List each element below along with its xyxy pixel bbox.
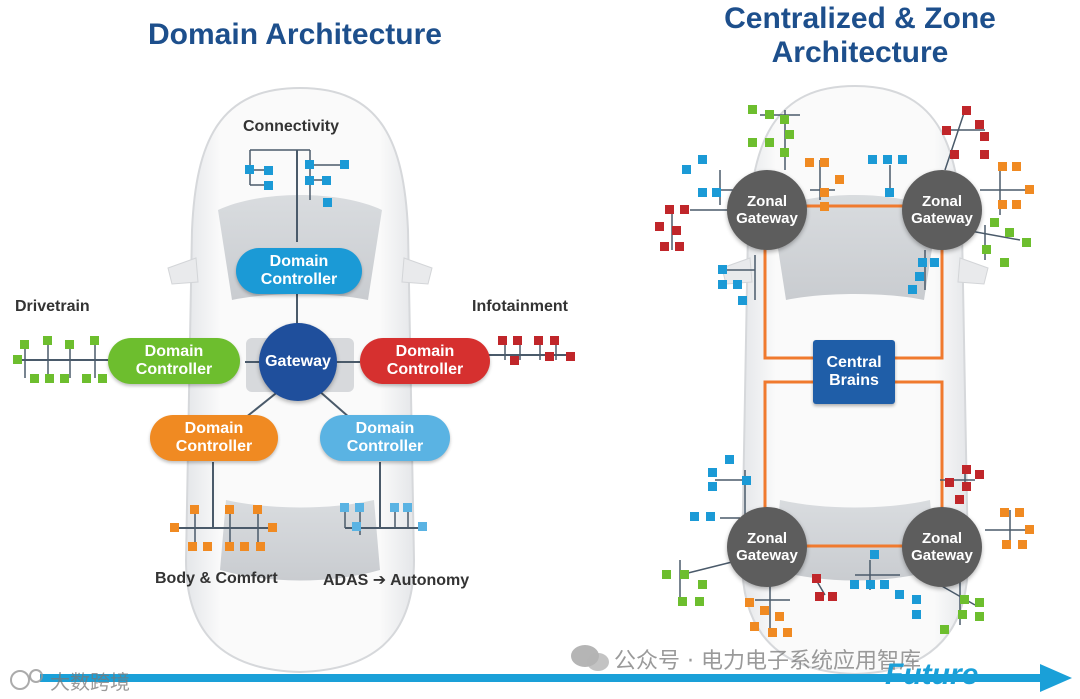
infotainment-label: Infotainment: [472, 298, 568, 315]
controller-label-line2: Controller: [386, 361, 464, 378]
future-label: Future: [885, 658, 979, 691]
zonal-gateway-front-right: Zonal Gateway: [902, 170, 982, 250]
zonal-gateway-label-line1: Zonal: [747, 530, 787, 547]
watermark-right: 公众号 · 电力电子系统应用智库: [614, 649, 921, 674]
zonal-gateway-rear-left: Zonal Gateway: [727, 507, 807, 587]
zone-title-line2: Architecture: [771, 36, 949, 69]
zonal-gateway-label-line1: Zonal: [747, 193, 787, 210]
controller-label-line1: Domain: [144, 343, 204, 360]
domain-controller-infotainment: Domain Controller: [360, 338, 490, 384]
watermark-left: 大数跨境: [50, 670, 130, 694]
controller-label-line1: Domain: [395, 343, 455, 360]
infotainment-nodes: [498, 336, 575, 365]
controller-label-line2: Controller: [135, 361, 213, 378]
autonomy-label: Autonomy: [390, 572, 470, 589]
zonal-gateway-label-line2: Gateway: [911, 210, 973, 227]
controller-label-line2: Controller: [175, 438, 253, 455]
zonal-gateway-label-line1: Zonal: [922, 530, 962, 547]
gateway-node: Gateway: [259, 323, 337, 401]
zonal-gateway-label-line1: Zonal: [922, 193, 962, 210]
zonal-gateway-label-line2: Gateway: [911, 547, 973, 564]
domain-architecture-title: Domain Architecture: [148, 18, 442, 51]
wechat-icon: [571, 645, 609, 671]
domain-connection-lines: [20, 150, 575, 529]
controller-label-line1: Domain: [355, 420, 415, 437]
domain-controller-adas: Domain Controller: [320, 415, 450, 461]
adas-nodes: [340, 503, 427, 535]
domain-controller-body-comfort: Domain Controller: [150, 415, 278, 461]
zone-title-line1: Centralized & Zone: [724, 2, 996, 35]
controller-label-line1: Domain: [269, 253, 329, 270]
drivetrain-nodes: [13, 336, 107, 383]
zone-architecture-title: Centralized & Zone Architecture: [690, 2, 1030, 70]
zone-node-clusters: [655, 105, 1034, 637]
controller-label-line2: Controller: [260, 271, 338, 288]
zonal-gateway-rear-right: Zonal Gateway: [902, 507, 982, 587]
central-label-line1: Central: [826, 354, 882, 371]
domain-controller-drivetrain: Domain Controller: [108, 338, 240, 384]
adas-autonomy-label: ADAS ➔ Autonomy: [323, 570, 469, 590]
connectivity-nodes: [245, 149, 349, 207]
brand-logo-icon: [10, 669, 43, 690]
connectivity-label: Connectivity: [243, 118, 340, 135]
future-arrow: [40, 664, 1072, 692]
controller-label-line1: Domain: [184, 420, 244, 437]
controller-label-line2: Controller: [346, 438, 424, 455]
drivetrain-label: Drivetrain: [15, 298, 90, 315]
zonal-gateway-label-line2: Gateway: [736, 547, 798, 564]
arrow-right-icon: ➔: [372, 572, 387, 589]
body-comfort-nodes: [170, 505, 277, 551]
domain-controller-connectivity: Domain Controller: [236, 248, 362, 294]
zonal-gateway-label-line2: Gateway: [736, 210, 798, 227]
zonal-gateway-front-left: Zonal Gateway: [727, 170, 807, 250]
adas-label: ADAS: [323, 572, 369, 589]
central-brains-node: Central Brains: [813, 340, 895, 404]
body-comfort-label: Body & Comfort: [155, 570, 278, 587]
central-label-line2: Brains: [829, 372, 879, 389]
